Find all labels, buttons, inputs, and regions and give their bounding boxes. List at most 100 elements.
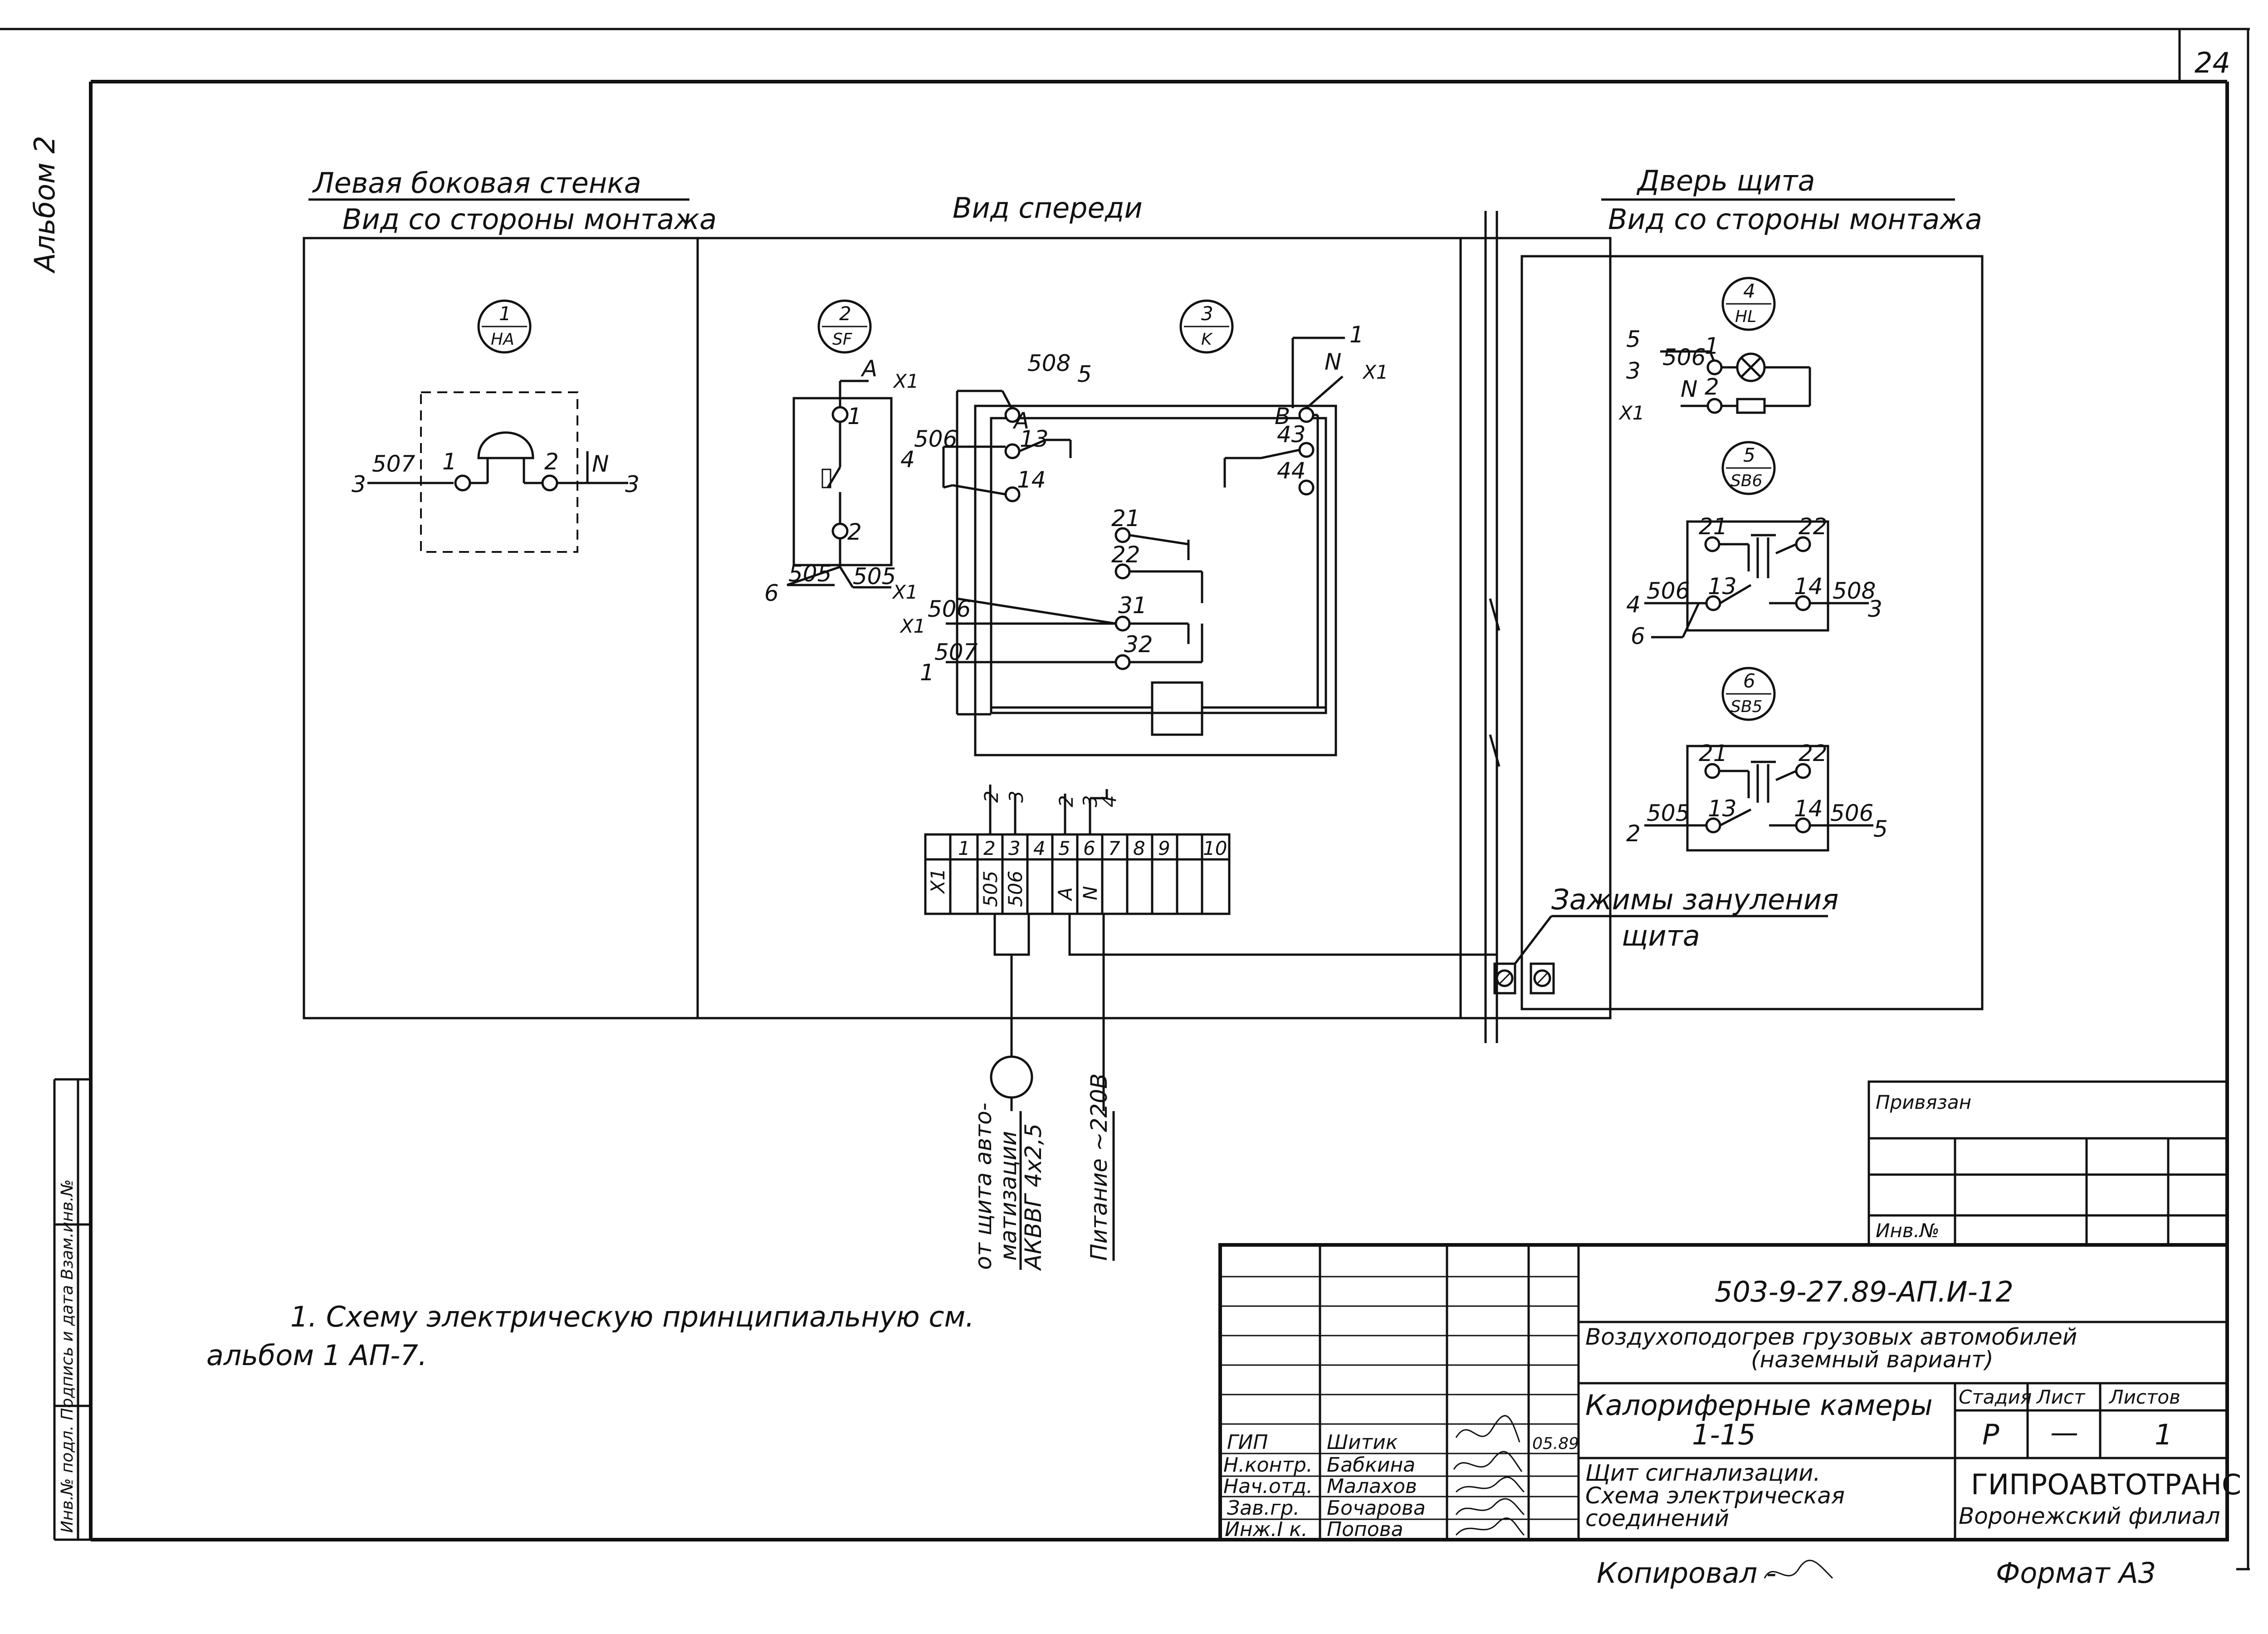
svg-text:HL: HL: [1735, 307, 1756, 326]
device-marker: 4 HL: [1721, 277, 1776, 331]
svg-text:1: 1: [499, 302, 511, 325]
staff-date: 05.89: [1532, 1434, 1579, 1453]
grounding-label: Зажимы зануления: [1551, 883, 1838, 916]
device-marker: 1 HA: [477, 299, 532, 354]
staff-role: Нач.отд.: [1223, 1475, 1313, 1498]
terminal-ref: 2: [1055, 795, 1077, 807]
pin-label: 2: [544, 449, 559, 475]
wire-label: 506: [1830, 800, 1873, 826]
grounding-label-l2: щита: [1622, 919, 1700, 952]
wire-label: 508: [1027, 350, 1070, 376]
pin-label: 21: [1699, 513, 1728, 540]
staff-name: Бочарова: [1327, 1497, 1426, 1520]
terminal-number: 4: [1033, 837, 1046, 859]
terminal-ref: 4: [1098, 795, 1120, 807]
terminal-number: 9: [1158, 837, 1170, 859]
svg-text:4: 4: [1743, 280, 1755, 302]
pin-label: 2: [847, 519, 862, 545]
pin-label: A: [1012, 408, 1029, 434]
pin-label: 14: [1794, 573, 1823, 600]
pin-label: 14: [1017, 467, 1046, 493]
wire-label: 3: [352, 471, 366, 498]
relay-device: [942, 337, 1345, 756]
sheets-value: 1: [2155, 1418, 2172, 1451]
privyazan-label: Привязан: [1876, 1091, 1971, 1113]
pin-label: 22: [1799, 740, 1828, 766]
pin-label: 1: [442, 449, 457, 475]
wire-label: N: [592, 451, 609, 477]
part-name-l2: 1-15: [1692, 1418, 1756, 1451]
pin-label: 22: [1799, 513, 1828, 540]
wire-label: X1: [899, 615, 926, 637]
wire-label: 506: [914, 426, 957, 452]
cable-from-automation-l2: матизации: [995, 1131, 1022, 1261]
wire-label: 506: [928, 596, 971, 622]
wire-label: 506: [1662, 344, 1706, 371]
wire-label: 507: [372, 451, 415, 477]
svg-text:SF: SF: [832, 330, 853, 349]
wire-label: 505: [788, 561, 831, 587]
device-marker: 2 SF: [817, 299, 872, 354]
svg-text:6: 6: [1743, 670, 1755, 692]
terminal-wire: 506: [1004, 871, 1026, 907]
wire-label: 4: [900, 446, 915, 473]
staff-role: Зав.гр.: [1227, 1497, 1300, 1520]
device-marker: 6 SB5: [1721, 667, 1776, 721]
note-line-2: альбом 1 АП-7.: [206, 1339, 427, 1372]
terminal-number: 5: [1058, 837, 1070, 859]
terminal-wire: N: [1079, 886, 1101, 900]
device-marker: 3 K: [1179, 299, 1234, 354]
pin-label: 21: [1699, 740, 1728, 766]
pin-label: 13: [1020, 426, 1049, 452]
pin-label: 21: [1111, 505, 1140, 532]
terminal-number: 8: [1133, 837, 1145, 859]
wire-label: 507: [934, 639, 978, 665]
cable-type: АКВВГ 4х2,5: [1020, 1123, 1046, 1271]
wire-label: 2: [1626, 820, 1641, 847]
stage-header: Стадия: [1959, 1386, 2032, 1408]
margin-stamp-strip: [53, 1078, 91, 1541]
left-wall-title: Левая боковая стенка: [312, 166, 641, 200]
note-line-1: 1. Схему электрическую принципиальную см…: [290, 1300, 974, 1333]
staff-role: ГИП: [1227, 1431, 1268, 1454]
terminal-wire: A: [1054, 887, 1076, 902]
wire-label: 6: [1631, 623, 1645, 649]
drawing-name-l2: Схема электрическая: [1585, 1483, 1845, 1509]
copied-signature: [1764, 1560, 1833, 1579]
format-label: Формат А3: [1996, 1556, 2156, 1590]
left-wall-subtitle: Вид со стороны монтажа: [342, 203, 717, 236]
wire-label: N: [1681, 376, 1697, 402]
svg-text:K: K: [1201, 330, 1213, 349]
svg-text:5: 5: [1743, 444, 1755, 466]
pin-label: 1: [1705, 333, 1719, 359]
wire-label: N: [1325, 349, 1341, 375]
organization: ГИПРОАВТОТРАНС: [1971, 1468, 2241, 1501]
svg-text:3: 3: [1201, 302, 1213, 325]
pin-label: 13: [1708, 795, 1737, 822]
wire-label: 508: [1833, 578, 1876, 604]
door-subtitle: Вид со стороны монтажа: [1608, 203, 1982, 236]
pin-label: 44: [1277, 458, 1306, 484]
part-name-l1: Калориферные камеры: [1585, 1389, 1933, 1422]
staff-name: Малахов: [1327, 1475, 1417, 1498]
sheet-header: Лист: [2036, 1386, 2086, 1408]
terminal-number: 1: [958, 837, 970, 859]
terminal-number: 7: [1108, 837, 1120, 859]
staff-name: Бабкина: [1327, 1454, 1415, 1477]
sheet-number: 24: [2195, 46, 2230, 79]
pin-label: 14: [1794, 795, 1823, 822]
wire-label: 506: [1647, 578, 1690, 604]
svg-text:SB6: SB6: [1730, 472, 1762, 490]
pin-label: 1: [847, 403, 862, 429]
drawing-name-l3: соединений: [1585, 1505, 1729, 1532]
wire-label: 1: [1349, 322, 1364, 348]
pin-label: 32: [1124, 631, 1153, 658]
breaker-device: [787, 380, 893, 589]
wire-label: 3: [1626, 358, 1641, 384]
wire-label: 6: [764, 580, 779, 606]
terminal-block-label: X1: [927, 868, 949, 895]
wire-label: A: [860, 356, 877, 382]
organization-branch: Воронежский филиал: [1959, 1503, 2220, 1529]
